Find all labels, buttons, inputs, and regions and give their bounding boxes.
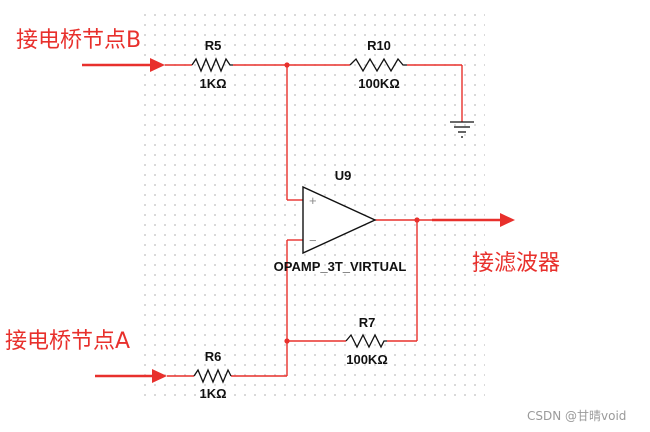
input-arrow-b: [82, 58, 165, 72]
r7-value-label: 100KΩ: [346, 352, 388, 367]
u9-ref-label: U9: [335, 168, 352, 183]
resistor-r5: [191, 57, 233, 73]
ground-icon: [450, 121, 474, 138]
opamp-plus-pin: +: [309, 193, 317, 208]
r10-value-label: 100KΩ: [358, 76, 400, 91]
junction-dot: [284, 62, 290, 68]
r5-ref-label: R5: [205, 38, 222, 53]
resistor-r7: [345, 333, 387, 349]
r6-ref-label: R6: [205, 349, 222, 364]
u9-part-label: OPAMP_3T_VIRTUAL: [274, 259, 407, 274]
resistor-r6: [193, 368, 232, 384]
r6-value-label: 1KΩ: [199, 386, 226, 401]
opamp-triangle: [302, 185, 377, 255]
resistor-r10: [349, 57, 407, 73]
r10-ref-label: R10: [367, 38, 391, 53]
junction-dot: [284, 338, 290, 344]
wires: [165, 64, 463, 377]
opamp-minus-pin: −: [309, 233, 317, 248]
output-filter-label: 接滤波器: [472, 251, 560, 276]
output-arrow: [432, 213, 515, 227]
r7-ref-label: R7: [359, 315, 376, 330]
junction-dot: [414, 217, 420, 223]
bridge-node-b-label: 接电桥节点B: [16, 28, 141, 53]
bridge-node-a-label: 接电桥节点A: [5, 329, 130, 354]
r5-value-label: 1KΩ: [199, 76, 226, 91]
watermark: CSDN @甘晴void: [527, 409, 626, 423]
input-arrow-a: [95, 369, 167, 383]
